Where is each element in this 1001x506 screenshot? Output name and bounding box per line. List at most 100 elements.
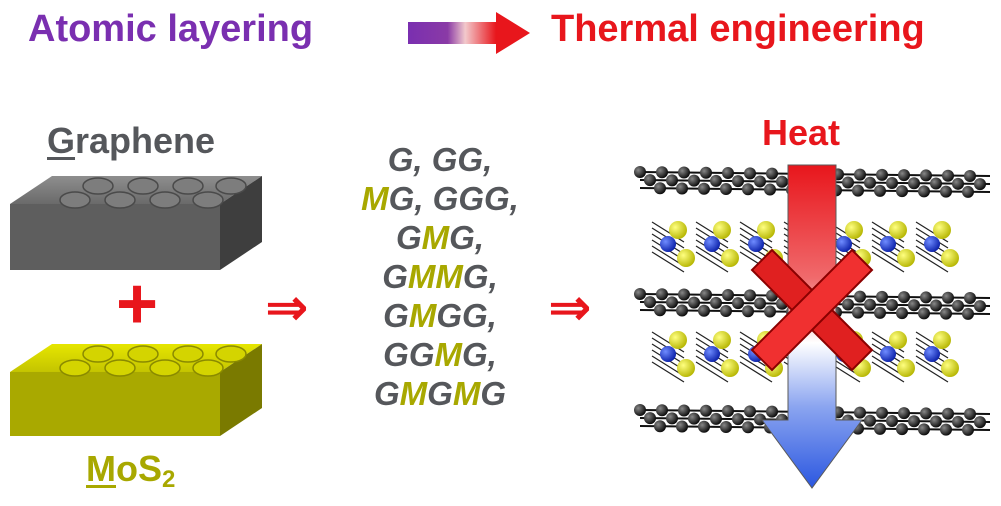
carbon-atom bbox=[920, 169, 932, 182]
carbon-atom bbox=[634, 166, 646, 178]
mos2-letter: M bbox=[399, 375, 428, 412]
graphene-letter: G bbox=[395, 219, 422, 256]
carbon-atom bbox=[874, 306, 886, 319]
carbon-atom bbox=[896, 185, 908, 198]
carbon-atom bbox=[964, 291, 976, 304]
graphene-letter: GG bbox=[431, 141, 484, 178]
mos2-letter: M bbox=[361, 180, 389, 217]
carbon-atom bbox=[722, 405, 734, 418]
carbon-atom bbox=[876, 290, 888, 303]
carbon-atom bbox=[940, 307, 952, 320]
combination-line: GMGMG bbox=[305, 374, 575, 413]
carbon-atom bbox=[940, 185, 952, 198]
sulfur-atom bbox=[669, 221, 687, 239]
bond-line bbox=[739, 361, 773, 383]
graphene-label: Graphene bbox=[47, 120, 216, 161]
carbon-atom bbox=[898, 407, 910, 420]
graphene-letter: G bbox=[449, 219, 475, 256]
graphene-letter: , bbox=[413, 141, 432, 178]
graphene-letter: , bbox=[487, 297, 497, 334]
mos2-letter: M bbox=[421, 219, 450, 256]
bond-line bbox=[915, 361, 949, 383]
carbon-atom bbox=[854, 290, 866, 303]
title-thermal-engineering: Thermal engineering bbox=[551, 8, 925, 50]
carbon-atom bbox=[864, 414, 876, 427]
bond-line bbox=[871, 361, 905, 383]
graphene-letter: G bbox=[387, 141, 414, 178]
carbon-atom bbox=[764, 183, 776, 196]
carbon-atom bbox=[710, 174, 722, 187]
carbon-atom bbox=[930, 299, 942, 312]
carbon-atom bbox=[962, 185, 974, 198]
mos2-letter: MM bbox=[407, 258, 463, 295]
carbon-atom bbox=[942, 291, 954, 304]
gradient-arrow-icon bbox=[408, 12, 530, 54]
blocked-cross-icon bbox=[750, 248, 874, 372]
carbon-atom bbox=[852, 306, 864, 319]
carbon-atom bbox=[898, 169, 910, 182]
carbon-atom bbox=[678, 288, 690, 301]
bond-line bbox=[651, 251, 685, 273]
carbon-atom bbox=[886, 299, 898, 312]
carbon-atom bbox=[920, 407, 932, 420]
carbon-atom bbox=[942, 407, 954, 420]
carbon-atom bbox=[688, 412, 700, 425]
carbon-atom bbox=[744, 167, 756, 180]
carbon-atom bbox=[654, 304, 666, 317]
sulfur-atom bbox=[889, 221, 907, 239]
carbon-atom bbox=[722, 167, 734, 180]
carbon-atom bbox=[720, 305, 732, 318]
molybdenum-atom bbox=[880, 236, 896, 252]
carbon-atom bbox=[666, 296, 678, 309]
carbon-atom bbox=[918, 185, 930, 198]
plus-sign: + bbox=[116, 264, 159, 344]
carbon-atom bbox=[656, 166, 668, 179]
carbon-atom bbox=[886, 177, 898, 190]
carbon-atom bbox=[842, 176, 854, 189]
carbon-atom bbox=[908, 177, 920, 190]
carbon-atom bbox=[634, 404, 646, 416]
carbon-atom bbox=[710, 296, 722, 309]
bond-line bbox=[695, 251, 729, 273]
carbon-atom bbox=[962, 423, 974, 436]
bond-line bbox=[871, 251, 905, 273]
carbon-atom bbox=[940, 423, 952, 436]
sulfur-atom bbox=[897, 359, 915, 377]
implies-arrow-right: ⇒ bbox=[548, 279, 592, 337]
carbon-atom bbox=[654, 420, 666, 433]
sulfur-atom bbox=[713, 331, 731, 349]
sulfur-atom bbox=[941, 359, 959, 377]
molybdenum-atom bbox=[704, 346, 720, 362]
carbon-atom bbox=[974, 300, 986, 313]
carbon-atom bbox=[918, 423, 930, 436]
carbon-atom bbox=[676, 182, 688, 195]
carbon-atom bbox=[764, 305, 776, 318]
sulfur-atom bbox=[677, 359, 695, 377]
combination-line: GGMG, bbox=[305, 335, 575, 374]
molybdenum-atom bbox=[836, 236, 852, 252]
carbon-atom bbox=[896, 307, 908, 320]
bond-line bbox=[695, 361, 729, 383]
carbon-atom bbox=[698, 182, 710, 195]
graphene-letter: GG bbox=[436, 297, 488, 334]
sulfur-atom bbox=[889, 331, 907, 349]
carbon-atom bbox=[742, 421, 754, 434]
graphene-letter: G bbox=[382, 258, 408, 295]
carbon-atom bbox=[876, 406, 888, 419]
carbon-atom bbox=[666, 174, 678, 187]
heat-label: Heat bbox=[762, 112, 841, 153]
carbon-atom bbox=[886, 415, 898, 428]
mos2-label: MoS2 bbox=[86, 448, 176, 493]
graphene-letter: , bbox=[414, 180, 433, 217]
molybdenum-atom bbox=[660, 236, 676, 252]
carbon-atom bbox=[676, 304, 688, 317]
stacking-combinations: G, GG,MG, GGG,GMG,GMMG,GMGG,GGMG,GMGMG bbox=[305, 140, 575, 413]
carbon-atom bbox=[952, 415, 964, 428]
carbon-atom bbox=[974, 416, 986, 429]
sulfur-atom bbox=[721, 359, 739, 377]
carbon-atom bbox=[710, 412, 722, 425]
graphene-letter: G bbox=[480, 375, 506, 412]
carbon-atom bbox=[952, 177, 964, 190]
carbon-atom bbox=[742, 183, 754, 196]
combination-line: MG, GGG, bbox=[305, 179, 575, 218]
